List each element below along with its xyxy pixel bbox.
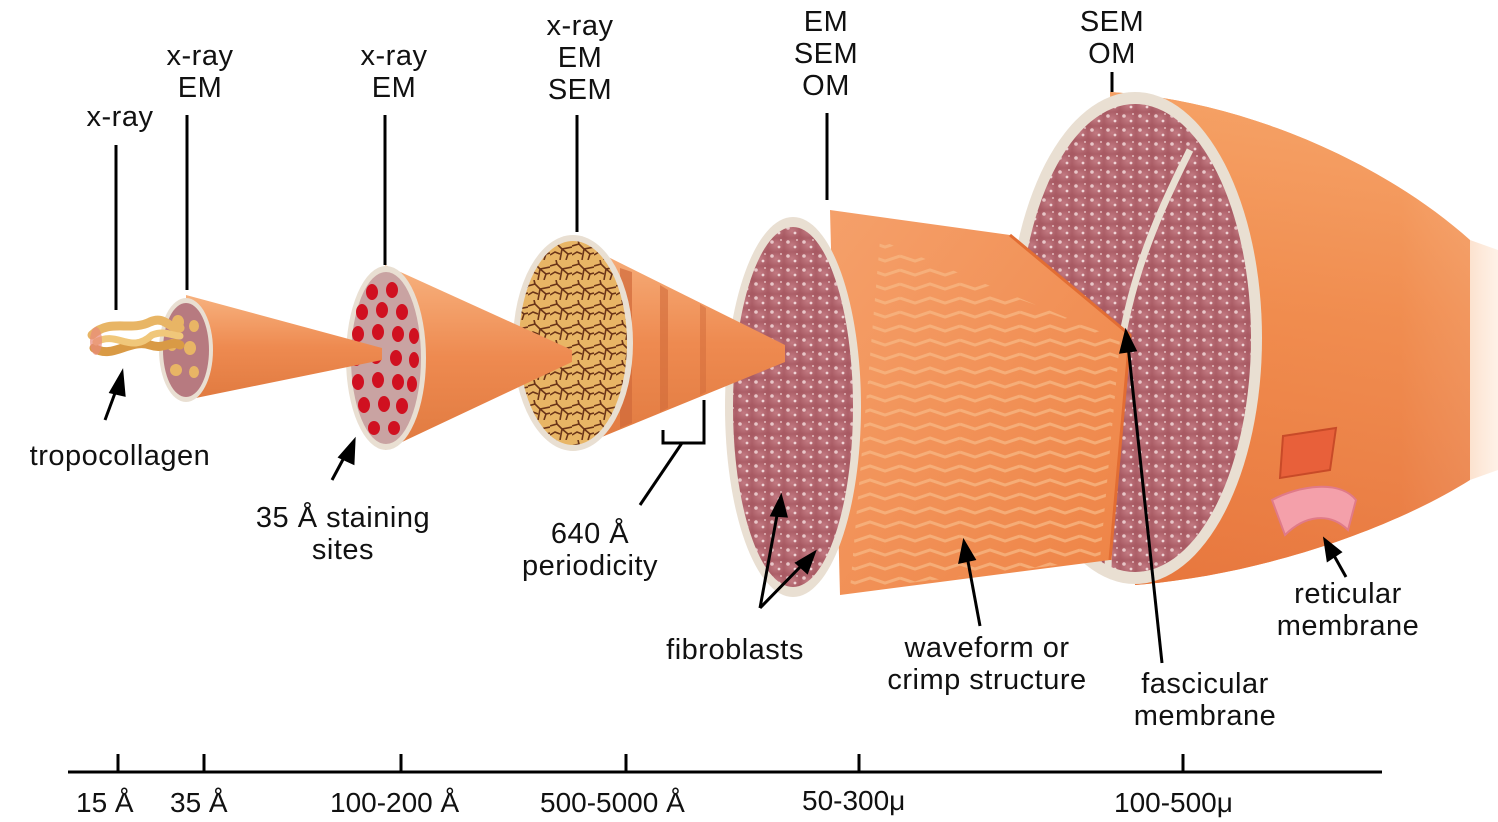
scale-label-100-200A: 100-200 Å xyxy=(330,788,459,818)
scale-label-50-300u: 50-300μ xyxy=(802,786,905,816)
technique-label-6: SEM OM xyxy=(1064,6,1160,70)
scale-label-15A: 15 Å xyxy=(76,788,134,818)
fiber-bundle-section xyxy=(725,217,861,597)
scale-label-100-500u: 100-500μ xyxy=(1114,788,1233,818)
technique-label-1: x-ray xyxy=(78,101,162,133)
technique-label-3: x-ray EM xyxy=(346,40,442,104)
label-reticular-membrane: reticular membrane xyxy=(1258,578,1438,642)
technique-label-4: x-ray EM SEM xyxy=(532,10,628,106)
label-staining-sites: 35 Å staining sites xyxy=(228,502,458,566)
scale-label-500-5000A: 500-5000 Å xyxy=(540,788,685,818)
scale-axis xyxy=(68,754,1382,772)
label-fibroblasts: fibroblasts xyxy=(650,634,820,666)
label-fascicular-membrane: fascicular membrane xyxy=(1110,668,1300,732)
scale-label-35A: 35 Å xyxy=(170,788,228,818)
label-crimp-structure: waveform or crimp structure xyxy=(862,632,1112,696)
label-periodicity: 640 Å periodicity xyxy=(500,518,680,582)
technique-label-2: x-ray EM xyxy=(152,40,248,104)
label-tropocollagen: tropocollagen xyxy=(10,440,230,472)
technique-label-5: EM SEM OM xyxy=(778,6,874,102)
